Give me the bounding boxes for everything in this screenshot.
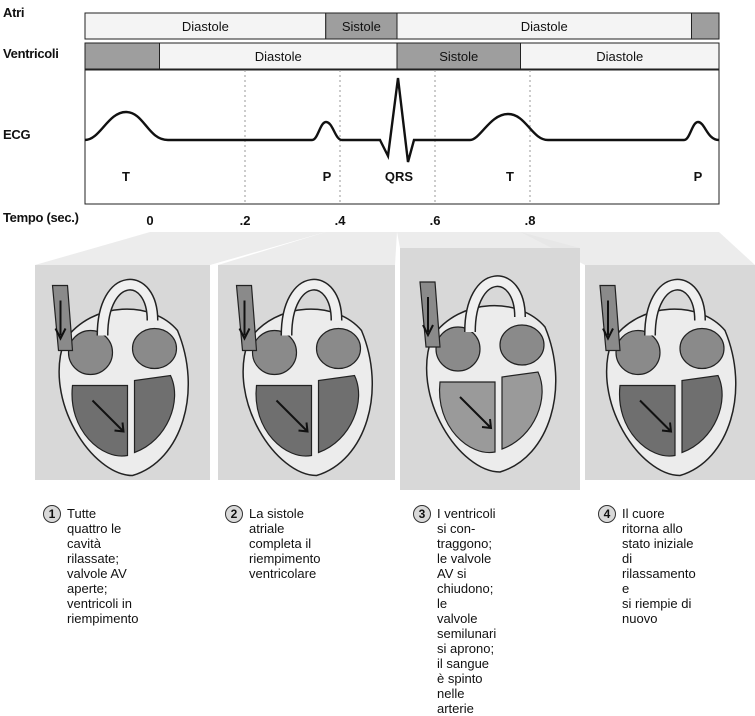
right-atrium [253, 331, 297, 375]
ecg-wave-label-p: P [694, 169, 703, 184]
left-atrium [317, 329, 361, 369]
time-tick-label: .8 [525, 213, 536, 228]
time-tick-label: .2 [240, 213, 251, 228]
step-4-badge: 4 [598, 505, 616, 523]
step-1-badge: 1 [43, 505, 61, 523]
left-atrium [500, 325, 544, 365]
right-atrium [616, 331, 660, 375]
left-atrium [680, 329, 724, 369]
step-3-badge: 3 [413, 505, 431, 523]
caption-2-text: La sistole atriale completa il riempimen… [249, 506, 321, 581]
ecg-wave-label-t: T [122, 169, 130, 184]
ecg-wave-label-p: P [323, 169, 332, 184]
caption-3-text: I ventricoli si con- traggono; le valvol… [437, 506, 496, 716]
time-tick-label: 0 [146, 213, 153, 228]
heart-illustration-2 [218, 265, 395, 480]
time-axis: 0 .2 .4 .6 .8 [146, 213, 535, 228]
heart-panels [35, 248, 755, 490]
projection-bands [35, 232, 755, 265]
caption-4-text: Il cuore ritorna allo stato iniziale di … [622, 506, 696, 626]
ventricoli-phase-label-3: Diastole [596, 49, 643, 64]
right-atrium [69, 331, 113, 375]
ecg-wave-label-t: T [506, 169, 514, 184]
ecg-panel: T P QRS T P [85, 70, 719, 204]
atri-phase-label-0: Diastole [182, 19, 229, 34]
left-atrium [133, 329, 177, 369]
right-atrium [436, 327, 480, 371]
ecg-wave-label-qrs: QRS [385, 169, 414, 184]
cardiac-cycle-figure: Atri Ventricoli ECG Tempo (sec.) Diastol… [0, 0, 755, 613]
ventricoli-phase-0 [85, 43, 160, 69]
ventricoli-phase-label-2: Sistole [439, 49, 478, 64]
atri-phase-label-2: Diastole [521, 19, 568, 34]
heart-illustration-4 [585, 265, 755, 480]
time-tick-label: .6 [430, 213, 441, 228]
heart-illustration-1 [35, 265, 210, 480]
step-2-badge: 2 [225, 505, 243, 523]
atri-phase-3 [692, 13, 720, 39]
time-tick-label: .4 [335, 213, 347, 228]
atri-phase-label-1: Sistole [342, 19, 381, 34]
heart-illustration-3 [400, 248, 580, 490]
caption-1-text: Tutte quattro le cavità rilassate; valvo… [67, 506, 139, 626]
ventricoli-phase-label-1: Diastole [255, 49, 302, 64]
